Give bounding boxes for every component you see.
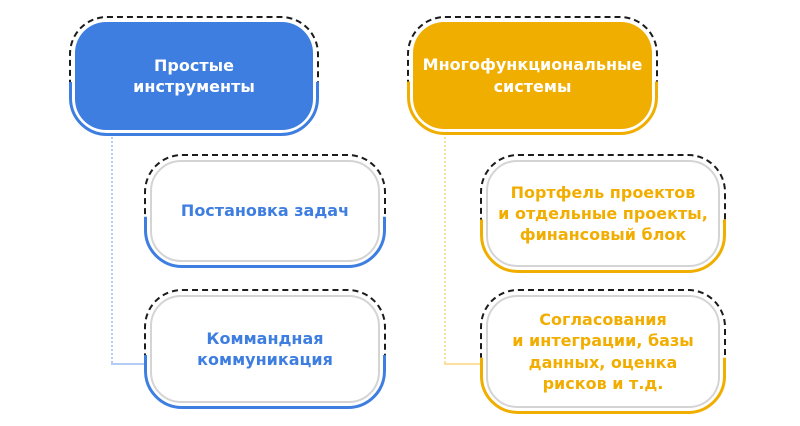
feature-label: Постановка задач bbox=[180, 201, 350, 221]
card-body: Простые инструменты bbox=[75, 22, 313, 130]
category-label: Многофункциональные системы bbox=[422, 55, 643, 96]
feature-card-team-communication: Коммандная коммуникация bbox=[144, 289, 386, 409]
card-body: Постановка задач bbox=[150, 160, 380, 262]
feature-label: Портфель проектов и отдельные проекты, ф… bbox=[498, 182, 708, 245]
feature-card-task-setting: Постановка задач bbox=[144, 154, 386, 268]
connector-multifunctional-vertical bbox=[444, 137, 446, 363]
connector-simple-tools-vertical bbox=[111, 137, 113, 363]
card-body: Многофункциональные системы bbox=[413, 22, 652, 129]
card-body: Портфель проектов и отдельные проекты, ф… bbox=[486, 160, 720, 267]
category-card-simple-tools: Простые инструменты bbox=[69, 16, 319, 136]
feature-label: Коммандная коммуникация bbox=[197, 328, 333, 369]
category-card-multifunctional-systems: Многофункциональные системы bbox=[407, 16, 658, 135]
feature-label: Согласования и интеграции, базы данных, … bbox=[512, 310, 694, 393]
connector-multifunctional-elbow bbox=[444, 363, 482, 365]
category-label: Простые инструменты bbox=[133, 55, 255, 96]
feature-card-project-portfolio: Портфель проектов и отдельные проекты, ф… bbox=[480, 154, 726, 273]
connector-simple-tools-elbow bbox=[111, 363, 145, 365]
card-body: Согласования и интеграции, базы данных, … bbox=[486, 295, 720, 408]
card-body: Коммандная коммуникация bbox=[150, 295, 380, 403]
feature-card-approvals-integrations: Согласования и интеграции, базы данных, … bbox=[480, 289, 726, 414]
